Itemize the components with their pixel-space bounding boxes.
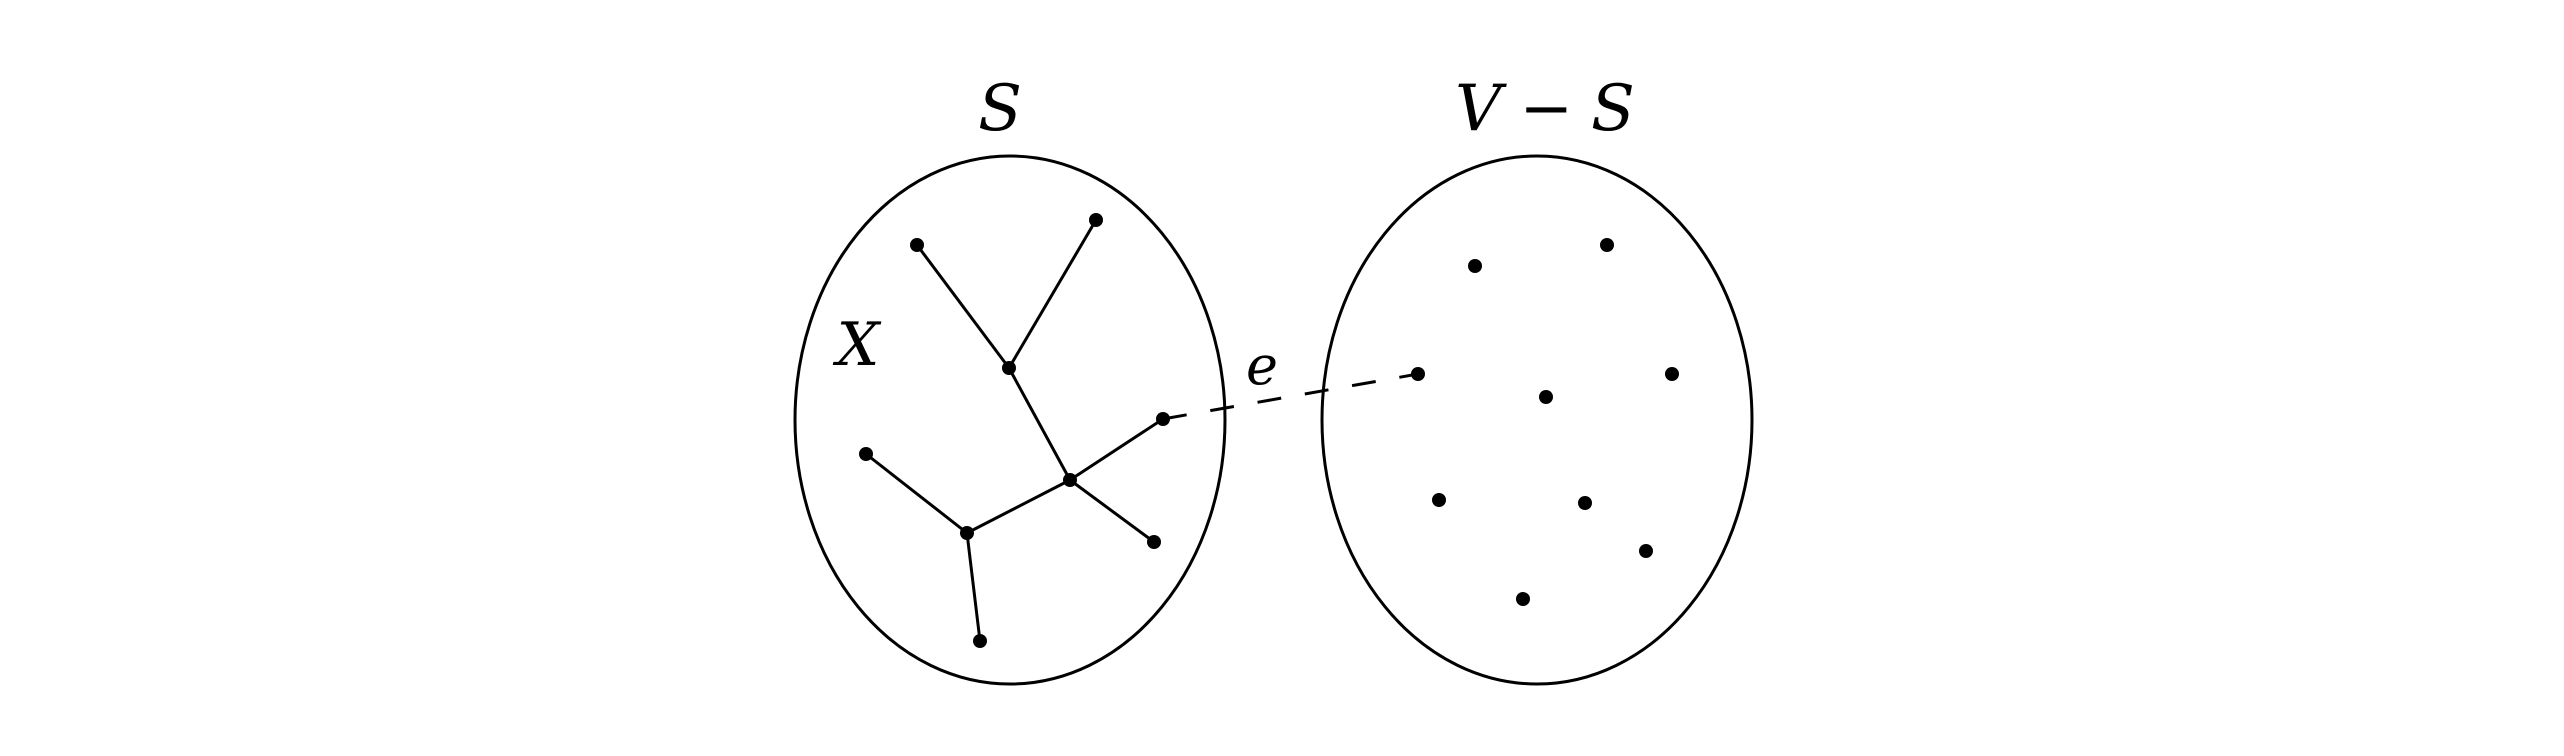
crossing-edge-e: [1162, 372, 1419, 421]
vertex: [1639, 544, 1653, 558]
vertex: [910, 238, 924, 252]
label-s: S: [1591, 72, 1635, 146]
vertex: [1516, 592, 1530, 606]
tree-x-label: X: [833, 310, 882, 380]
vertex: [1600, 238, 1614, 252]
vertex: [1539, 390, 1553, 404]
vertex: [1578, 496, 1592, 510]
set-v-minus-s-label: V−S: [1455, 72, 1635, 146]
set-s-label: S: [978, 72, 1022, 146]
vertex: [973, 634, 987, 648]
vertices-v-minus-s: [1411, 238, 1679, 606]
set-s-ellipse: [793, 154, 1227, 686]
vertex: [960, 526, 974, 540]
tree-edge: [915, 244, 1011, 369]
vertex: [1063, 473, 1077, 487]
label-minus: −: [1519, 72, 1573, 146]
tree-edge: [1007, 219, 1098, 369]
edge-e-label: e: [1246, 334, 1278, 397]
tree-edge: [1069, 478, 1155, 544]
tree-edge: [1069, 417, 1164, 482]
vertex: [1156, 412, 1170, 426]
vertex: [1002, 361, 1016, 375]
set-v-minus-s-ellipse: [1320, 154, 1754, 686]
vertex: [1089, 213, 1103, 227]
vertex: [1147, 535, 1161, 549]
tree-edge: [1007, 367, 1072, 481]
label-v: V: [1455, 72, 1507, 146]
tree-edge: [865, 452, 968, 535]
tree-edge: [965, 532, 982, 642]
vertex: [1432, 493, 1446, 507]
vertex: [1665, 367, 1679, 381]
tree-x-edges: [865, 219, 1164, 642]
vertex: [1411, 367, 1425, 381]
vertex: [1468, 259, 1482, 273]
vertices-s: [859, 213, 1170, 648]
vertex: [859, 447, 873, 461]
tree-edge: [966, 478, 1071, 535]
